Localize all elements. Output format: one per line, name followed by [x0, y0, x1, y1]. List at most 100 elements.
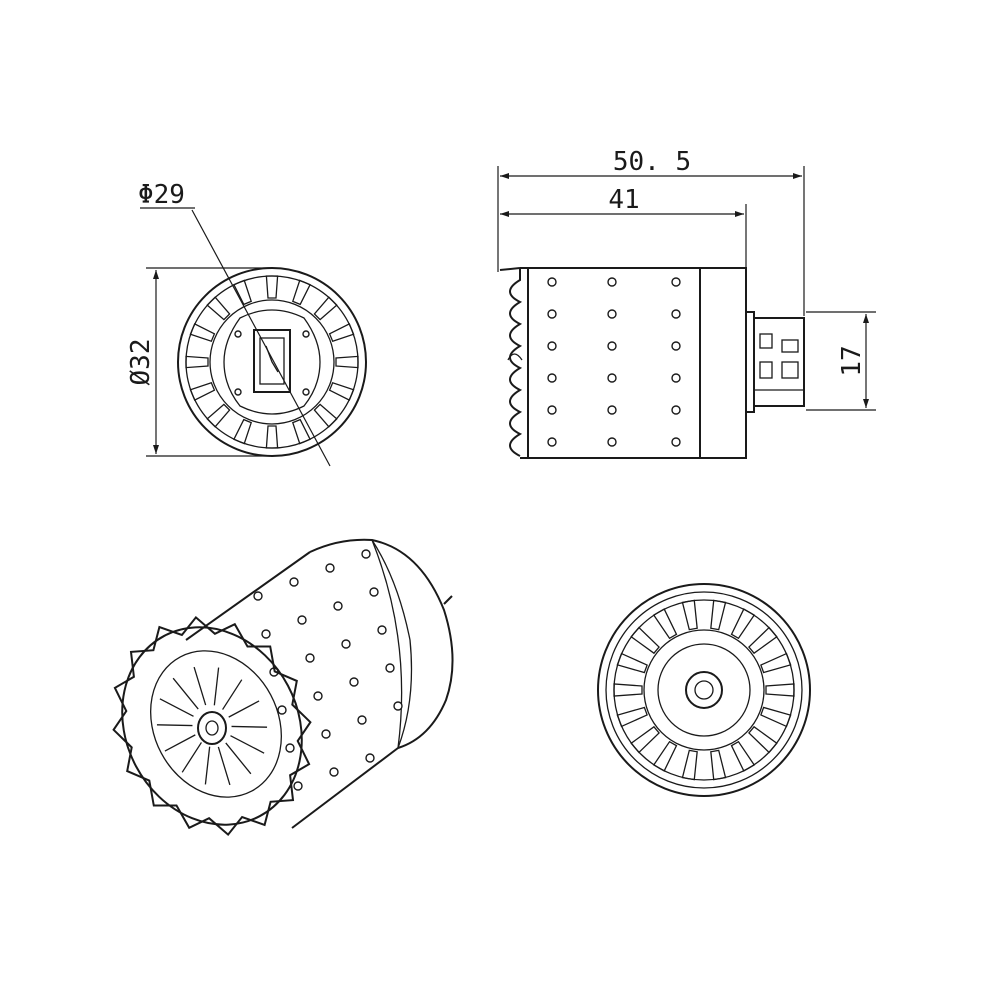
front-outer-rim [177, 267, 367, 457]
rear-shaft-collar [685, 671, 723, 709]
iso-body-bottom [291, 747, 399, 829]
side-vent-hole [547, 437, 557, 447]
rear-blade [710, 599, 727, 631]
side-connector [753, 317, 805, 407]
front-blade [328, 381, 355, 401]
front-view: Ø32 Φ29 [126, 180, 367, 467]
rear-blade [748, 725, 778, 754]
iso-body-end [371, 539, 403, 749]
side-vent-hole [547, 277, 557, 287]
iso-connector-tab [443, 595, 453, 605]
iso-inner-rim [150, 650, 282, 798]
front-blade [313, 403, 338, 428]
rear-blade-ring [613, 599, 795, 781]
iso-vent-hole [277, 705, 287, 715]
iso-blade [222, 679, 243, 710]
side-vent-hole [607, 437, 617, 447]
iso-blade [204, 746, 211, 785]
rear-blade [681, 749, 698, 781]
front-hub-hole [234, 388, 242, 396]
iso-fan-teeth [112, 615, 312, 837]
side-vent-hole [607, 405, 617, 415]
side-vent-hole [547, 373, 557, 383]
side-vent-hole [607, 373, 617, 383]
iso-vent-hole [297, 615, 307, 625]
iso-blade [231, 725, 268, 728]
front-hub-circle [209, 299, 335, 425]
isometric-view [112, 538, 454, 837]
iso-vent-hole [385, 663, 395, 673]
side-vent-hole [671, 437, 681, 447]
rear-blade [681, 599, 698, 631]
side-vent-hole [607, 277, 617, 287]
rear-blade [630, 626, 660, 655]
iso-front-rim [121, 626, 303, 826]
iso-vent-hole [341, 639, 351, 649]
rear-blade [652, 740, 678, 772]
front-hub-hole [302, 330, 310, 338]
front-blade [233, 279, 253, 306]
side-vent-hole [671, 341, 681, 351]
iso-rear-cap [309, 538, 454, 749]
iso-vent-hole [393, 701, 403, 711]
side-vent-hole [671, 373, 681, 383]
iso-vent-hole [329, 767, 339, 777]
iso-hub [197, 711, 227, 745]
front-blade [291, 418, 311, 445]
side-vent-hole [671, 309, 681, 319]
side-fan-notch [507, 353, 523, 361]
iso-vent-hole [333, 601, 343, 611]
iso-vent-hole [289, 577, 299, 587]
side-end-cap [699, 267, 747, 459]
iso-vent-hole [285, 743, 295, 753]
side-vent-hole [607, 341, 617, 351]
side-vent-hole [607, 309, 617, 319]
front-hub-hole [302, 388, 310, 396]
side-fan-teeth [509, 268, 523, 457]
iso-blade [230, 735, 265, 754]
iso-vent-hole [349, 677, 359, 687]
side-view: 50. 5 41 17 [497, 147, 876, 459]
rear-blade [616, 706, 648, 728]
front-blade [189, 323, 216, 343]
iso-cap-seam [371, 539, 413, 749]
rear-blade [710, 749, 727, 781]
side-connector-base [745, 311, 755, 413]
iso-vent-hole [321, 729, 331, 739]
rear-blade [652, 608, 678, 640]
dim-outer-diameter-label: Ø32 [126, 339, 156, 386]
front-blade [233, 418, 253, 445]
iso-blades [156, 666, 268, 786]
rear-blade [730, 608, 756, 640]
side-fan-edge [499, 267, 521, 271]
rear-blade [730, 740, 756, 772]
iso-vent-hole [293, 781, 303, 791]
rear-shaft [694, 680, 714, 700]
iso-vent-hole [253, 591, 263, 601]
rear-blade [616, 652, 648, 674]
iso-blade [164, 734, 196, 752]
rear-blade [765, 683, 795, 697]
iso-blade [181, 742, 202, 773]
rear-outer-rim [597, 583, 811, 797]
front-blade [206, 296, 231, 321]
rear-view [597, 583, 811, 797]
iso-vent-hole [365, 753, 375, 763]
rear-blade [630, 725, 660, 754]
side-vent-holes [547, 277, 681, 447]
iso-vent-hole [325, 563, 335, 573]
dim-body-length-label: 41 [608, 185, 639, 215]
dim-connector-height-label: 17 [837, 345, 867, 376]
iso-vent-hole [261, 629, 271, 639]
rear-rim-inner [605, 591, 803, 789]
side-vent-hole [547, 309, 557, 319]
front-connector [253, 329, 291, 393]
iso-vent-hole [377, 625, 387, 635]
dim-inner-diameter-label: Φ29 [138, 180, 185, 210]
dim-overall-length-label: 50. 5 [613, 147, 691, 177]
front-blade [291, 279, 311, 306]
rear-blade [613, 683, 643, 697]
side-vent-hole [671, 405, 681, 415]
